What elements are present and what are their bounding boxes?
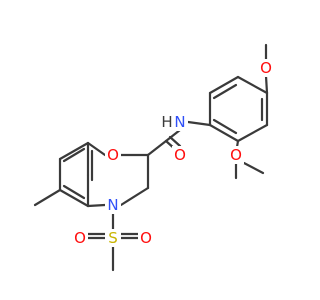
n-aryl-bond xyxy=(186,120,212,127)
aryl-bond xyxy=(208,123,240,143)
benzo-bond xyxy=(58,188,90,208)
atom-n-amide-bg xyxy=(172,113,188,131)
atom-o-sulfonyl-left: O xyxy=(74,229,86,247)
atom-h-amide: H xyxy=(161,113,172,131)
aryl-bond xyxy=(236,75,269,95)
atom-o-carbonyl-bg xyxy=(172,146,188,164)
benzo-bond xyxy=(58,141,90,161)
amide-c-bond xyxy=(146,139,168,157)
atom-o-sulfonyl-right-bg xyxy=(138,229,154,247)
atom-n-ring: N xyxy=(107,196,118,214)
aryl-bond xyxy=(236,123,269,143)
atom-o-carbonyl: O xyxy=(174,146,186,164)
atom-o-top-methoxy: O xyxy=(260,59,272,77)
atom-o-bottom-methoxy-bg xyxy=(228,146,244,164)
atom-o-ring-bg xyxy=(105,146,121,164)
n-aryl-bond xyxy=(86,203,107,208)
molecule-structure-diagram: O O N H O O N S O O xyxy=(33,43,274,272)
carbonyl-double-bond xyxy=(168,135,182,148)
atom-o-top-methoxy-bg xyxy=(258,59,274,77)
atom-s-sulfonyl-bg xyxy=(105,229,121,247)
c3-n-bond xyxy=(119,186,150,207)
bond-lines xyxy=(33,43,269,272)
atom-n-ring-bg xyxy=(105,196,121,214)
atom-o-sulfonyl-left-bg xyxy=(72,229,88,247)
atom-o-sulfonyl-right: O xyxy=(140,229,152,247)
o-aryl-bond xyxy=(86,141,107,157)
aryl-double-bond xyxy=(212,118,238,135)
atom-labels: O O N H O O N S O O xyxy=(72,59,274,247)
atom-h-amide-bg xyxy=(160,113,173,131)
atom-o-ring: O xyxy=(107,146,119,164)
aryl-double-bond xyxy=(212,83,238,100)
aryl-bond xyxy=(208,75,240,95)
benzo-double-bond xyxy=(62,184,86,200)
atom-o-bottom-methoxy: O xyxy=(230,146,242,164)
n-carbonyl-bond xyxy=(164,128,182,143)
atom-n-amide: N xyxy=(174,113,185,131)
benzo-double-bond xyxy=(62,147,86,163)
atom-s-sulfonyl: S xyxy=(108,229,118,247)
aryl-methyl-bond xyxy=(33,188,62,207)
methoxy-methyl-bond xyxy=(242,161,265,175)
methoxy-bond xyxy=(264,74,269,95)
